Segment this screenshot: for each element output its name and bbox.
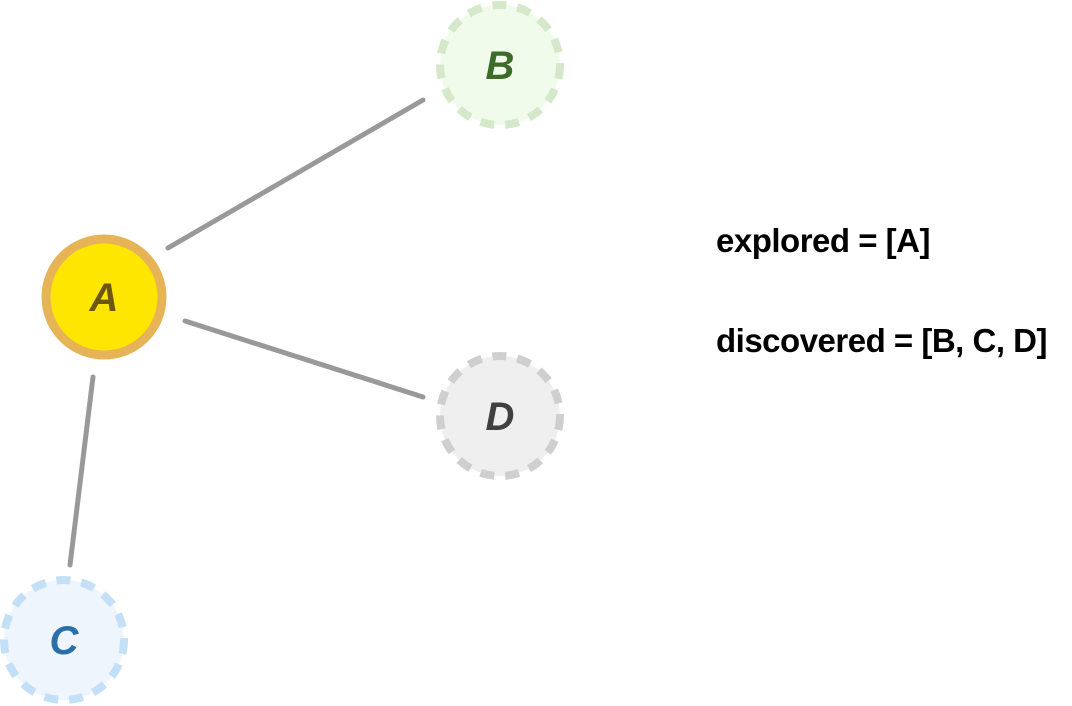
nodes: A B C D [0,1,564,704]
node-d: D [436,352,564,480]
node-a: A [41,234,167,360]
node-b: B [436,1,564,129]
edge-a-b [165,97,426,251]
node-c-circle [0,576,128,704]
node-d-circle [436,352,564,480]
node-c-label: C [50,619,80,663]
node-b-circle [436,1,564,129]
edges [67,97,426,568]
node-b-label: B [486,44,515,88]
node-a-label: A [89,276,119,320]
node-a-circle [41,234,167,360]
node-c: C [0,576,128,704]
explored-list-text: explored = [A] [716,222,930,259]
edge-a-c [67,374,96,568]
edge-a-d [182,318,426,400]
node-d-label: D [486,395,515,439]
discovered-list-text: discovered = [B, C, D] [716,322,1048,359]
